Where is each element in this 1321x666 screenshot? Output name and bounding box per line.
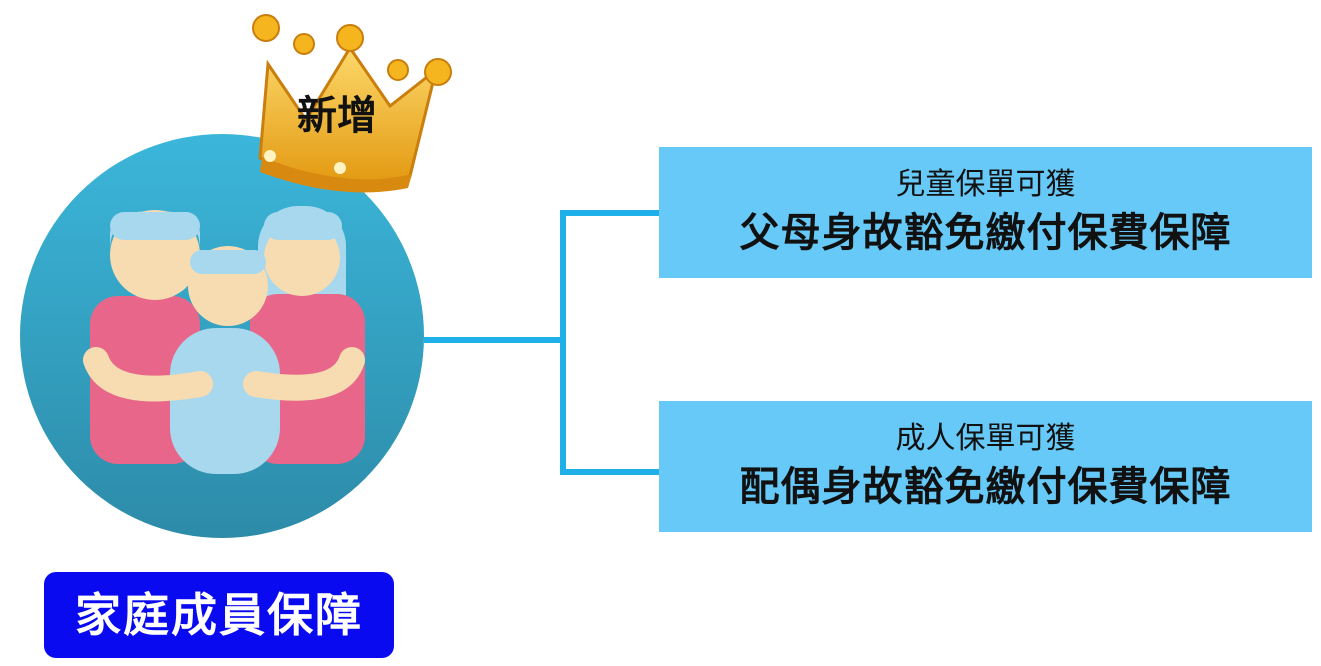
- connector-stem: [424, 337, 565, 343]
- benefit-box-child: 兒童保單可獲 父母身故豁免繳付保費保障: [659, 147, 1312, 278]
- connector-vertical: [560, 210, 566, 475]
- family-protection-label: 家庭成員保障: [44, 572, 394, 658]
- benefit-subtitle: 成人保單可獲: [895, 421, 1076, 456]
- family-icon: [20, 134, 424, 538]
- connector-top-branch: [560, 210, 660, 216]
- benefit-subtitle: 兒童保單可獲: [895, 167, 1076, 202]
- mother-arm: [243, 347, 365, 401]
- connector-bottom-branch: [560, 469, 660, 475]
- benefit-title: 配偶身故豁免繳付保費保障: [739, 464, 1232, 510]
- father-arm: [83, 347, 213, 402]
- benefit-box-adult: 成人保單可獲 配偶身故豁免繳付保費保障: [659, 401, 1312, 532]
- child-body: [170, 328, 280, 474]
- new-badge-label: 新增: [297, 93, 377, 139]
- crown-icon: [252, 14, 452, 193]
- benefit-title: 父母身故豁免繳付保費保障: [739, 210, 1232, 256]
